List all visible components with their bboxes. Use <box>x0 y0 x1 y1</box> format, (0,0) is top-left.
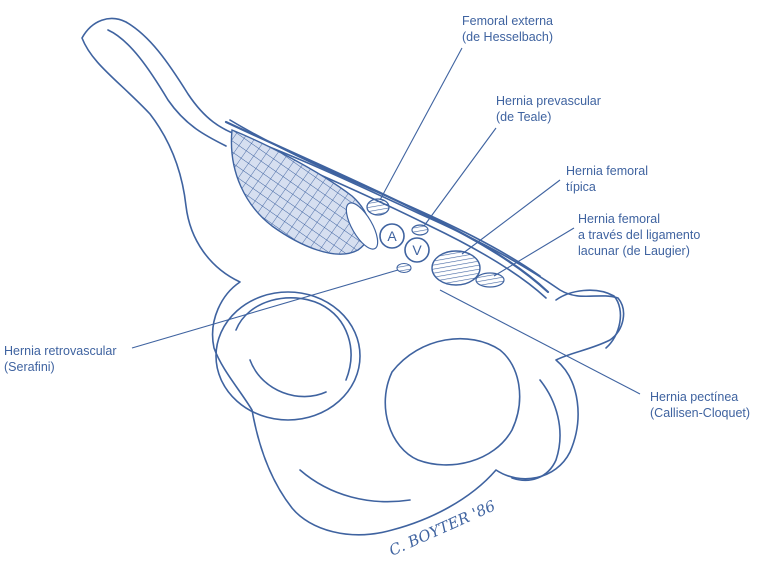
label-hernia-pectinea-line1: Hernia pectínea <box>650 390 739 404</box>
leader-femoral-tipica <box>461 179 561 255</box>
label-hernia-prevascular: Hernia prevascular (de Teale) <box>496 93 601 125</box>
label-hernia-pectinea-line2: (Callisen-Cloquet) <box>650 406 751 420</box>
label-hernia-retrovascular-line2: (Serafini) <box>4 360 55 374</box>
serafini-sac <box>396 262 412 274</box>
label-hernia-laugier-line1: Hernia femoral <box>578 212 660 226</box>
label-hernia-laugier: Hernia femoral a través del ligamento la… <box>578 211 700 259</box>
leader-prevascular <box>423 127 497 227</box>
label-hernia-laugier-line3: lacunar (de Laugier) <box>578 244 690 258</box>
leader-femoral-externa <box>379 47 463 201</box>
teale-sac <box>411 224 429 236</box>
femoral-typical-sac <box>431 250 481 286</box>
artist-signature: C. BOYTER '86 <box>386 497 498 560</box>
leader-retrovascular <box>131 269 399 349</box>
obturator-foramen <box>384 338 521 466</box>
label-hernia-femoral-tipica: Hernia femoral típica <box>566 163 648 195</box>
vein-letter: V <box>412 242 422 258</box>
inguinal-ligament <box>224 120 550 294</box>
hesselbach-sac <box>366 198 390 216</box>
label-hernia-femoral-tipica-line1: Hernia femoral <box>566 164 648 178</box>
iliopsoas-muscle <box>230 129 371 255</box>
label-hernia-laugier-line2: a través del ligamento <box>578 228 701 242</box>
pubic-ramus <box>555 289 622 349</box>
label-femoral-externa-line1: Femoral externa <box>462 14 554 28</box>
artery-letter: A <box>387 228 397 244</box>
leader-laugier <box>493 227 575 277</box>
leader-pectinea <box>439 289 641 395</box>
label-hernia-retrovascular: Hernia retrovascular (Serafini) <box>4 343 117 375</box>
label-hernia-retrovascular-line1: Hernia retrovascular <box>4 344 117 358</box>
iliac-wing-outline <box>81 17 625 536</box>
label-hernia-pectinea: Hernia pectínea (Callisen-Cloquet) <box>650 389 750 421</box>
label-femoral-externa-line2: (de Hesselbach) <box>462 30 554 44</box>
femoral-nerve <box>345 202 379 250</box>
femoral-vein: V <box>404 237 430 263</box>
femoral-artery: A <box>379 223 405 249</box>
label-hernia-prevascular-line2: (de Teale) <box>496 110 552 124</box>
label-hernia-femoral-tipica-line2: típica <box>566 180 596 194</box>
laugier-sac <box>475 272 505 288</box>
label-femoral-externa: Femoral externa (de Hesselbach) <box>462 13 553 45</box>
label-hernia-prevascular-line1: Hernia prevascular <box>496 94 601 108</box>
acetabulum <box>215 291 361 421</box>
